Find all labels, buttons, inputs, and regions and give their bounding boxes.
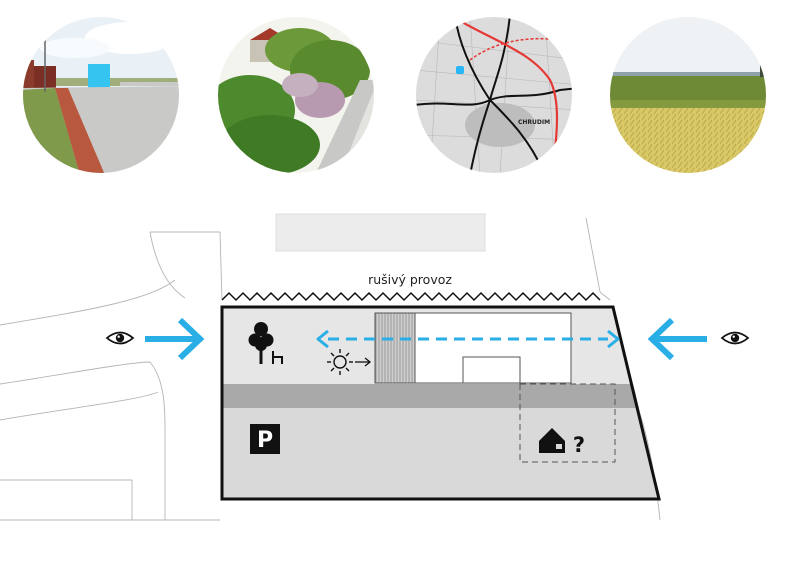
map-city-label: CHRUDIM bbox=[518, 119, 550, 126]
future-house-zone bbox=[519, 383, 616, 463]
site-outline bbox=[220, 305, 661, 501]
context-street-lines bbox=[0, 217, 661, 521]
parking-icon: P bbox=[250, 424, 280, 454]
house-question-icon: ? bbox=[539, 428, 585, 457]
eye-icon-right bbox=[720, 331, 750, 345]
eye-icon-left bbox=[105, 331, 135, 345]
building-annex bbox=[462, 356, 521, 384]
noise-label: rušivý provoz bbox=[368, 272, 452, 287]
building-hatched-wing bbox=[374, 312, 416, 384]
photo-planting bbox=[218, 17, 374, 173]
tree-bench-icon bbox=[248, 322, 283, 364]
parking-area bbox=[222, 408, 659, 499]
arrow-right-icon bbox=[145, 317, 205, 361]
house-question-mark: ? bbox=[573, 433, 585, 457]
photo-city-map: CHRUDIM bbox=[416, 17, 572, 173]
parking-letter: P bbox=[257, 428, 273, 453]
noise-zigzag bbox=[221, 291, 601, 302]
view-axis bbox=[316, 329, 620, 349]
photo-street bbox=[23, 17, 179, 173]
sun-icon bbox=[327, 349, 372, 375]
photo-field bbox=[610, 17, 766, 173]
arrow-left-icon bbox=[647, 317, 707, 361]
access-strip bbox=[222, 384, 639, 408]
site-plan bbox=[220, 305, 661, 501]
neighbor-building bbox=[275, 213, 486, 252]
